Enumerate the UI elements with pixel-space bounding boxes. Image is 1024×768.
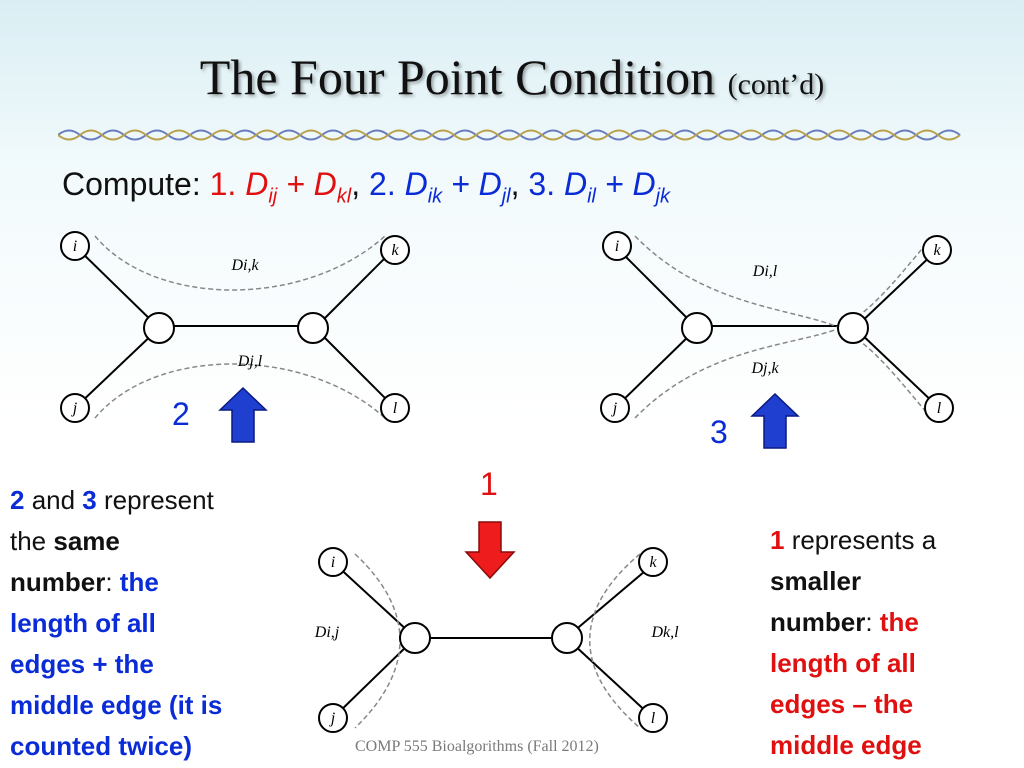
number-3: 3 bbox=[710, 414, 728, 450]
node-l: l bbox=[651, 710, 656, 727]
compute-line: Compute: 1. Dij + Dkl, 2. Dik + Djl, 3. … bbox=[62, 166, 671, 208]
node-i: i bbox=[73, 238, 77, 255]
tree-diagram-2: i k j l Di,k Dj,l bbox=[60, 231, 410, 423]
node-j: j bbox=[71, 400, 78, 417]
node-i: i bbox=[331, 554, 335, 571]
number-2: 2 bbox=[172, 396, 190, 432]
node-j: j bbox=[611, 400, 618, 417]
node-i: i bbox=[615, 238, 619, 255]
compute-prefix: Compute: bbox=[62, 166, 201, 202]
label-dij: Di,j bbox=[314, 624, 340, 641]
number-1: 1 bbox=[480, 466, 498, 502]
node-l: l bbox=[393, 400, 398, 417]
option-1: 1. Dij + Dkl bbox=[209, 166, 352, 208]
right-explanation: 1 represents a smaller number: the lengt… bbox=[770, 525, 937, 760]
blue-up-arrow-3 bbox=[750, 392, 800, 449]
option-2: 2. Dik + Djl bbox=[369, 166, 511, 208]
node-k: k bbox=[391, 242, 399, 259]
footer-course: COMP 555 Bioalgorithms (Fall 2012) bbox=[355, 738, 599, 755]
title-main: The Four Point Condition bbox=[199, 49, 716, 105]
label-dik: Di,k bbox=[230, 257, 259, 274]
label-djk: Dj,k bbox=[750, 360, 779, 377]
dna-divider bbox=[58, 129, 961, 141]
node-l: l bbox=[937, 400, 942, 417]
node-j: j bbox=[329, 710, 336, 727]
slide-title: The Four Point Condition (cont’d) bbox=[0, 48, 1024, 106]
tree-diagram-1: i k j l Di,j Dk,l bbox=[314, 547, 679, 733]
node-k: k bbox=[933, 242, 941, 259]
label-dil: Di,l bbox=[752, 263, 778, 280]
label-dkl: Dk,l bbox=[650, 624, 679, 641]
red-down-arrow-1 bbox=[464, 521, 516, 580]
option-3: 3. Dil + Djk bbox=[528, 166, 671, 208]
label-djl: Dj,l bbox=[237, 353, 263, 370]
node-k: k bbox=[649, 554, 657, 571]
title-suffix: (cont’d) bbox=[727, 68, 825, 101]
tree-diagram-3: i k j l Di,l Dj,k bbox=[600, 231, 954, 423]
blue-up-arrow-2 bbox=[218, 386, 268, 443]
left-explanation: 2 and 3 represent the same number: the l… bbox=[10, 485, 223, 761]
